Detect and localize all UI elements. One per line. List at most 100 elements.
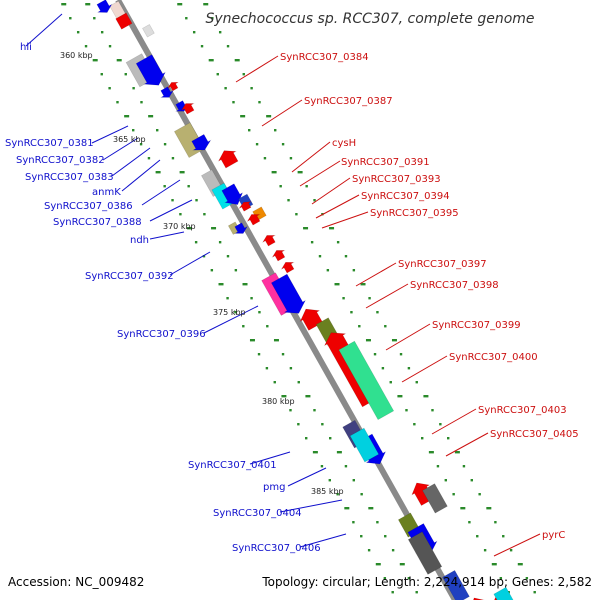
track-tick bbox=[132, 129, 135, 132]
gene-glyph[interactable] bbox=[349, 427, 380, 463]
gene-label-SynRCC307_0397[interactable]: SynRCC307_0397 bbox=[398, 259, 487, 270]
track-tick bbox=[470, 479, 473, 482]
gene-label-SynRCC307_0398[interactable]: SynRCC307_0398 bbox=[410, 280, 499, 291]
accession-text: Accession: NC_009482 bbox=[8, 575, 144, 589]
gene-glyph[interactable] bbox=[338, 340, 395, 421]
track-tick bbox=[399, 563, 405, 566]
gene-glyph[interactable] bbox=[238, 201, 252, 212]
gene-label-pyrC[interactable]: pyrC bbox=[542, 530, 565, 541]
track-tick bbox=[478, 493, 481, 496]
track-tick bbox=[483, 549, 487, 552]
gene-glyph[interactable] bbox=[280, 261, 295, 274]
track-tick bbox=[336, 493, 339, 496]
gene-label-SynRCC307_0382[interactable]: SynRCC307_0382 bbox=[16, 155, 105, 166]
gene-label-SynRCC307_0401[interactable]: SynRCC307_0401 bbox=[188, 460, 277, 471]
track-tick bbox=[93, 17, 96, 20]
gene-label-SynRCC307_0405[interactable]: SynRCC307_0405 bbox=[490, 429, 579, 440]
track-tick bbox=[226, 255, 230, 258]
track-tick bbox=[334, 283, 340, 286]
leader-line bbox=[401, 355, 448, 383]
track-tick bbox=[274, 129, 277, 132]
track-tick bbox=[439, 423, 442, 426]
track-tick bbox=[533, 591, 536, 594]
gene-label-SynRCC307_0400[interactable]: SynRCC307_0400 bbox=[449, 352, 538, 363]
track-tick bbox=[216, 73, 219, 76]
track-tick bbox=[360, 493, 363, 496]
track-tick bbox=[100, 73, 103, 76]
gene-label-SynRCC307_0396[interactable]: SynRCC307_0396 bbox=[117, 329, 206, 340]
gene-glyph[interactable] bbox=[96, 0, 113, 13]
track-tick bbox=[318, 255, 322, 258]
track-tick bbox=[271, 171, 277, 174]
track-tick bbox=[69, 17, 72, 20]
gene-label-SynRCC307_0381[interactable]: SynRCC307_0381 bbox=[5, 138, 94, 149]
track-tick bbox=[266, 325, 269, 328]
track-tick bbox=[179, 213, 182, 216]
gene-glyph[interactable] bbox=[191, 134, 212, 151]
gene-label-SynRCC307_0391[interactable]: SynRCC307_0391 bbox=[341, 157, 430, 168]
gene-label-ndh[interactable]: ndh bbox=[130, 235, 149, 246]
leader-line bbox=[355, 262, 397, 287]
track-tick bbox=[436, 465, 440, 468]
track-tick bbox=[297, 423, 300, 426]
kbp-label-375: 375 kbp bbox=[213, 308, 246, 317]
gene-label-SynRCC307_0404[interactable]: SynRCC307_0404 bbox=[213, 508, 302, 519]
leader-line bbox=[249, 451, 291, 465]
track-tick bbox=[148, 115, 154, 118]
track-tick bbox=[185, 17, 188, 20]
gene-glyph[interactable] bbox=[493, 586, 518, 600]
gene-label-SynRCC307_0388[interactable]: SynRCC307_0388 bbox=[53, 217, 142, 228]
gene-label-SynRCC307_0386[interactable]: SynRCC307_0386 bbox=[44, 201, 133, 212]
gene-label-SynRCC307_0395[interactable]: SynRCC307_0395 bbox=[370, 208, 459, 219]
gene-label-hli[interactable]: hli bbox=[20, 42, 32, 53]
gene-glyph[interactable] bbox=[442, 569, 470, 600]
gene-label-SynRCC307_0394[interactable]: SynRCC307_0394 bbox=[361, 191, 450, 202]
track-tick bbox=[187, 227, 193, 230]
gene-glyph[interactable] bbox=[180, 103, 195, 115]
gene-label-SynRCC307_0392[interactable]: SynRCC307_0392 bbox=[85, 271, 174, 282]
topology-text: Topology: circular; Length: 2,224,914 bp… bbox=[261, 575, 592, 589]
gene-glyph[interactable] bbox=[167, 81, 179, 92]
gene-glyph[interactable] bbox=[271, 250, 286, 262]
track-tick bbox=[234, 311, 237, 314]
leader-line bbox=[25, 13, 63, 47]
gene-glyph[interactable] bbox=[246, 214, 261, 226]
gene-glyph[interactable] bbox=[115, 12, 133, 30]
track-tick bbox=[352, 479, 355, 482]
track-tick bbox=[171, 199, 174, 202]
track-tick bbox=[140, 101, 143, 104]
gene-label-SynRCC307_0399[interactable]: SynRCC307_0399 bbox=[432, 320, 521, 331]
track-tick bbox=[358, 325, 361, 328]
kbp-label-380: 380 kbp bbox=[262, 397, 295, 406]
track-tick bbox=[297, 171, 303, 174]
gene-label-SynRCC307_0383[interactable]: SynRCC307_0383 bbox=[25, 172, 114, 183]
gene-label-pmg[interactable]: pmg bbox=[263, 482, 285, 493]
gene-label-cysH[interactable]: cysH bbox=[332, 138, 356, 149]
track-tick bbox=[344, 507, 350, 510]
gene-label-anmK[interactable]: anmK bbox=[92, 187, 121, 198]
gene-glyph[interactable] bbox=[470, 597, 489, 600]
gene-glyph[interactable] bbox=[270, 273, 307, 314]
track-tick bbox=[373, 353, 377, 356]
kbp-label-365: 365 kbp bbox=[113, 135, 146, 144]
track-tick bbox=[163, 143, 167, 146]
gene-label-SynRCC307_0393[interactable]: SynRCC307_0393 bbox=[352, 174, 441, 185]
track-tick bbox=[321, 423, 324, 426]
track-tick bbox=[273, 339, 279, 342]
gene-glyph[interactable] bbox=[407, 531, 443, 575]
track-tick bbox=[249, 339, 255, 342]
leader-line bbox=[279, 499, 343, 513]
gene-glyph[interactable] bbox=[261, 235, 277, 247]
gene-glyph[interactable] bbox=[422, 483, 448, 514]
leader-line bbox=[493, 533, 541, 557]
gene-label-SynRCC307_0406[interactable]: SynRCC307_0406 bbox=[232, 543, 321, 554]
gene-glyph[interactable] bbox=[135, 54, 166, 86]
gene-glyph[interactable] bbox=[217, 150, 239, 169]
gene-glyph[interactable] bbox=[233, 222, 249, 234]
gene-label-SynRCC307_0387[interactable]: SynRCC307_0387 bbox=[304, 96, 393, 107]
gene-glyph[interactable] bbox=[142, 24, 155, 38]
gene-label-SynRCC307_0384[interactable]: SynRCC307_0384 bbox=[280, 52, 369, 63]
track-tick bbox=[384, 535, 387, 538]
gene-label-SynRCC307_0403[interactable]: SynRCC307_0403 bbox=[478, 405, 567, 416]
track-tick bbox=[494, 521, 497, 524]
